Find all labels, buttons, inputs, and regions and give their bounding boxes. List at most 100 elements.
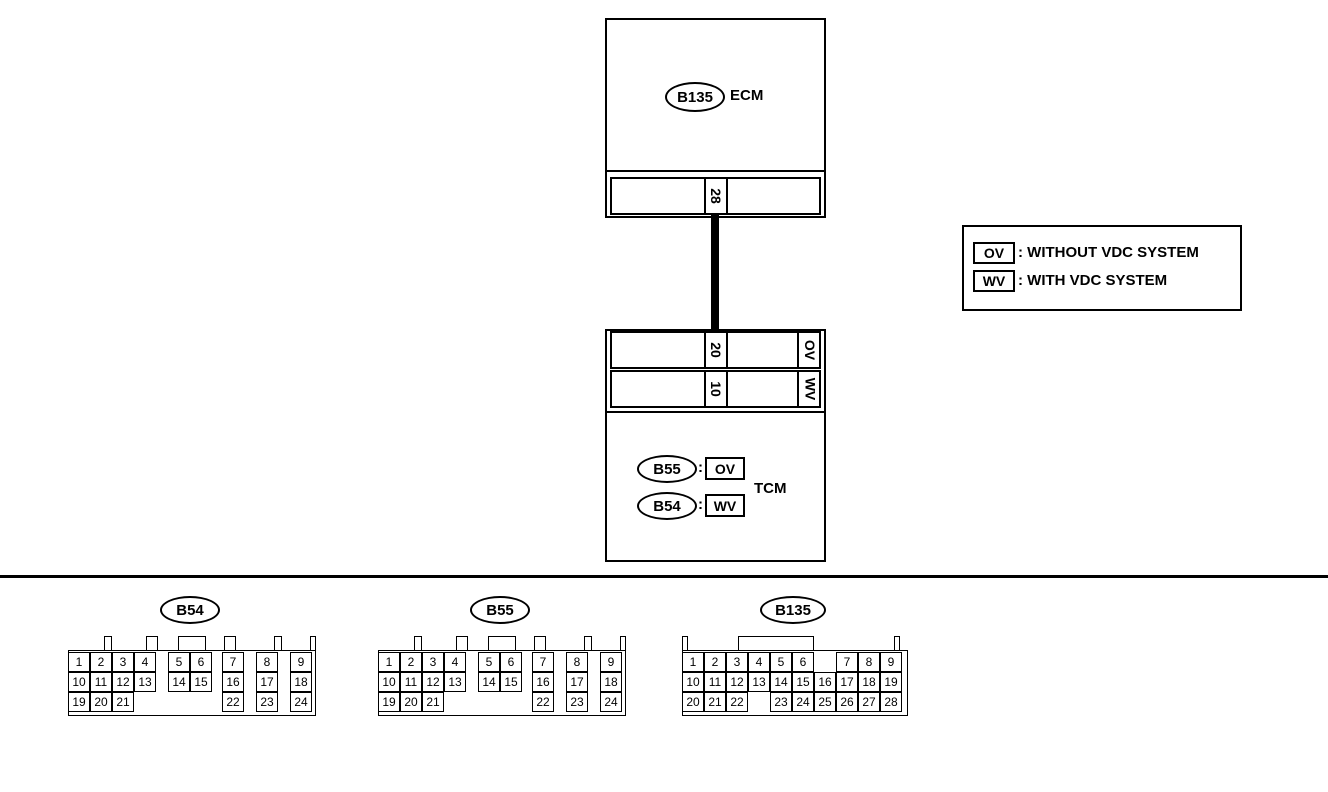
connector-pin: 4 (444, 652, 466, 672)
legend-text-wv: : WITH VDC SYSTEM (1018, 272, 1168, 289)
connector-pin: 10 (68, 672, 90, 692)
tcm-tag-ov: OV (705, 457, 745, 480)
ecm-tcm-wire (711, 215, 719, 331)
tcm-pin-10: 10 (704, 370, 728, 408)
connector-pin: 8 (858, 652, 880, 672)
tcm-pin-20: 20 (704, 331, 728, 369)
connector-pin: 23 (256, 692, 278, 712)
tcm-row-tag-ov: OV (797, 331, 821, 369)
connector-pin: 2 (704, 652, 726, 672)
connector-pin: 3 (112, 652, 134, 672)
connector-pin: 21 (422, 692, 444, 712)
ecm-divider (605, 170, 826, 172)
connector-pin: 14 (168, 672, 190, 692)
connector-lock-tab (534, 636, 546, 650)
connector-pin: 12 (112, 672, 134, 692)
connector-pin: 23 (770, 692, 792, 712)
ecm-pin-28-label: 28 (707, 188, 724, 204)
tcm-label: TCM (754, 480, 787, 497)
connector-pin: 24 (792, 692, 814, 712)
connector-pin: 28 (880, 692, 902, 712)
tcm-sep-wv: : (698, 496, 703, 513)
connector-pin: 19 (378, 692, 400, 712)
connector-lock-tab (488, 636, 516, 650)
tcm-divider (605, 411, 826, 413)
connector-pin: 9 (880, 652, 902, 672)
connector-pin: 24 (290, 692, 312, 712)
connector-pin: 13 (134, 672, 156, 692)
connector-pin: 21 (704, 692, 726, 712)
connector-pin: 18 (858, 672, 880, 692)
connector-lock-tab (414, 636, 422, 650)
connector-pin: 12 (726, 672, 748, 692)
connector-lock-tab (620, 636, 626, 650)
connector-pin: 10 (378, 672, 400, 692)
connector-pin: 4 (134, 652, 156, 672)
tcm-pin-20-label: 20 (707, 342, 724, 358)
connector-pin: 5 (168, 652, 190, 672)
tcm-tag-wv: WV (705, 494, 745, 517)
connector-lock-tab (104, 636, 112, 650)
legend-text-ov: : WITHOUT VDC SYSTEM (1018, 244, 1199, 261)
connector-pin: 20 (682, 692, 704, 712)
ecm-connector-oval: B135 (665, 82, 725, 112)
connector-pin: 14 (770, 672, 792, 692)
connector-lock-tab (738, 636, 814, 650)
connector-pin: 25 (814, 692, 836, 712)
connector-pin: 4 (748, 652, 770, 672)
connector-pin: 16 (532, 672, 554, 692)
connector-b135-oval: B135 (760, 596, 826, 624)
tcm-row-tag-wv: WV (797, 370, 821, 408)
connector-lock-tab (310, 636, 316, 650)
connector-pin: 9 (290, 652, 312, 672)
connector-pin: 7 (532, 652, 554, 672)
tcm-connector-oval-b54: B54 (637, 492, 697, 520)
connector-pin: 23 (566, 692, 588, 712)
connector-lock-tab (456, 636, 468, 650)
connector-pin: 12 (422, 672, 444, 692)
tcm-connector-row-ov (610, 331, 821, 369)
connector-pin: 10 (682, 672, 704, 692)
connector-pin: 20 (90, 692, 112, 712)
connector-lock-tab (682, 636, 688, 650)
connector-pin: 22 (726, 692, 748, 712)
connector-pin: 15 (792, 672, 814, 692)
connector-pin: 9 (600, 652, 622, 672)
connector-pin: 18 (600, 672, 622, 692)
connector-pin: 15 (500, 672, 522, 692)
connector-lock-tab (146, 636, 158, 650)
connector-pin: 3 (422, 652, 444, 672)
ecm-pin-28: 28 (704, 177, 728, 215)
tcm-row-tag-wv-label: WV (802, 377, 818, 401)
legend-tag-wv: WV (973, 270, 1015, 292)
ecm-connector-strip (610, 177, 821, 215)
connector-pin: 1 (68, 652, 90, 672)
connector-pin: 2 (400, 652, 422, 672)
legend-box (962, 225, 1242, 311)
tcm-row-tag-ov-label: OV (801, 339, 818, 361)
connector-lock-tab (274, 636, 282, 650)
connector-lock-tab (584, 636, 592, 650)
connector-pin: 3 (726, 652, 748, 672)
connector-pin: 6 (500, 652, 522, 672)
connector-pin: 22 (532, 692, 554, 712)
tcm-sep-ov: : (698, 459, 703, 476)
legend-tag-ov: OV (973, 242, 1015, 264)
connector-pin: 8 (566, 652, 588, 672)
connector-pin: 27 (858, 692, 880, 712)
connector-pin: 1 (378, 652, 400, 672)
connector-pin: 11 (704, 672, 726, 692)
connector-b55-oval: B55 (470, 596, 530, 624)
connector-b54-oval: B54 (160, 596, 220, 624)
connector-lock-tab (224, 636, 236, 650)
connector-pin: 5 (478, 652, 500, 672)
connector-pin: 17 (836, 672, 858, 692)
tcm-connector-oval-b55: B55 (637, 455, 697, 483)
connector-pin: 6 (190, 652, 212, 672)
tcm-pin-10-label: 10 (707, 381, 724, 397)
connector-pin: 17 (566, 672, 588, 692)
section-divider (0, 575, 1328, 578)
connector-pin: 13 (748, 672, 770, 692)
